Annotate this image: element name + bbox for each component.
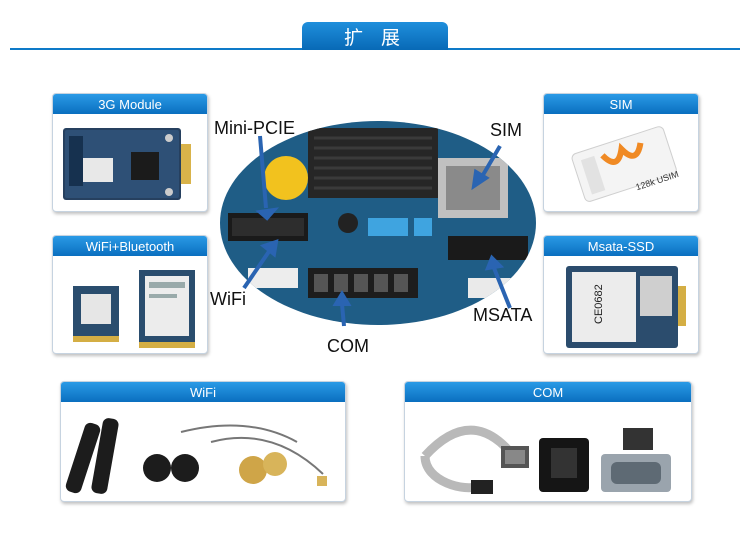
module-3g-image bbox=[53, 114, 207, 211]
label-sim: SIM bbox=[490, 120, 523, 140]
card-title-sim: SIM bbox=[544, 94, 698, 114]
card-3g-module: 3G Module bbox=[52, 93, 208, 212]
card-title-msata-ssd: Msata-SSD bbox=[544, 236, 698, 256]
card-wifi: WiFi bbox=[60, 381, 346, 502]
card-title-wifi: WiFi bbox=[61, 382, 345, 402]
label-msata: MSATA bbox=[473, 305, 533, 325]
label-wifi: WiFi bbox=[210, 289, 246, 309]
card-title-3g-module: 3G Module bbox=[53, 94, 207, 114]
board-image bbox=[218, 118, 538, 328]
msata-image: CE0682 bbox=[544, 256, 698, 353]
card-title-com: COM bbox=[405, 382, 691, 402]
wifi-bluetooth-image bbox=[53, 256, 207, 353]
sim-image: 128k USIM bbox=[544, 114, 698, 211]
card-com: COM bbox=[404, 381, 692, 502]
label-com: COM bbox=[327, 336, 369, 356]
card-sim: SIM 128k USIM bbox=[543, 93, 699, 212]
card-wifi-bluetooth: WiFi+Bluetooth bbox=[52, 235, 208, 354]
msata-chip-text: CE0682 bbox=[593, 284, 605, 324]
card-title-wifi-bluetooth: WiFi+Bluetooth bbox=[53, 236, 207, 256]
card-msata-ssd: Msata-SSD CE0682 bbox=[543, 235, 699, 354]
wifi-antenna-image bbox=[61, 402, 345, 501]
page-title: 扩 展 bbox=[302, 22, 448, 50]
label-mini-pcie: Mini-PCIE bbox=[214, 118, 296, 138]
com-cable-image bbox=[405, 402, 691, 501]
